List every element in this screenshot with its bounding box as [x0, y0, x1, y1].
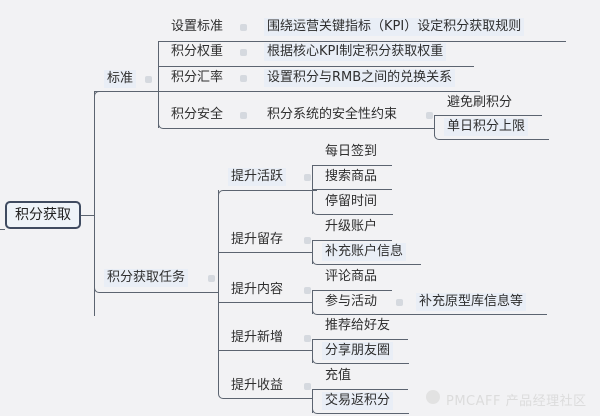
underline: [158, 41, 566, 42]
watermark-text: PMCAFF 产品经理社区: [446, 394, 587, 409]
node-transaction-points[interactable]: 交易返积分: [322, 392, 394, 410]
root-label: 积分获取: [15, 207, 71, 223]
collapse-toggle-icon[interactable]: [304, 237, 311, 244]
collapse-toggle-icon[interactable]: [304, 335, 311, 342]
node-complete-account-info[interactable]: 补充账户信息: [322, 243, 407, 261]
underline: [312, 304, 547, 315]
activity-vertical: [312, 166, 313, 214]
underline: [312, 403, 409, 414]
collapse-toggle-icon[interactable]: [240, 49, 247, 56]
underline: [434, 128, 549, 140]
root-left-line: [0, 229, 5, 230]
detail-points-security[interactable]: 积分系统的安全性约束: [267, 107, 398, 122]
underline: [218, 252, 312, 253]
node-avoid-fraud[interactable]: 避免刷积分: [447, 95, 513, 110]
underline: [312, 189, 392, 190]
root-node[interactable]: 积分获取: [5, 201, 81, 229]
node-boost-retention[interactable]: 提升留存: [231, 232, 284, 247]
standard-vertical-line: [158, 42, 159, 128]
underline: [312, 339, 408, 340]
tasks-underline: [94, 280, 219, 293]
content-vertical: [312, 290, 313, 314]
node-search-products[interactable]: 搜索商品: [325, 169, 378, 184]
underline: [218, 302, 312, 303]
node-points-rate[interactable]: 积分汇率: [171, 70, 224, 85]
node-boost-activity[interactable]: 提升活跃: [228, 168, 287, 186]
underline: [312, 204, 393, 215]
node-comment-products[interactable]: 评论商品: [325, 269, 378, 284]
node-recommend-friends[interactable]: 推荐给好友: [325, 318, 391, 333]
collapse-toggle-icon[interactable]: [208, 275, 215, 282]
underline: [158, 66, 474, 67]
node-recharge[interactable]: 充值: [325, 368, 352, 383]
collapse-toggle-icon[interactable]: [304, 383, 311, 390]
collapse-toggle-icon[interactable]: [396, 299, 403, 306]
underline: [218, 350, 312, 351]
underline: [312, 165, 392, 166]
collapse-toggle-icon[interactable]: [240, 24, 247, 31]
node-boost-new-users[interactable]: 提升新增: [231, 330, 284, 345]
security-sub-vertical: [434, 116, 435, 136]
newusers-vertical: [312, 339, 313, 363]
node-set-standard[interactable]: 设置标准: [171, 19, 224, 34]
node-stay-time[interactable]: 停留时间: [325, 194, 378, 209]
revenue-vertical: [312, 389, 313, 413]
underline: [312, 389, 408, 390]
root-connector: [81, 215, 94, 216]
node-share-moments[interactable]: 分享朋友圈: [322, 342, 394, 360]
underline: [312, 353, 409, 364]
underline: [218, 190, 317, 197]
underline: [434, 115, 542, 116]
underline: [312, 290, 392, 291]
underline: [312, 254, 421, 265]
underline: [94, 91, 480, 92]
node-supplement-prototype[interactable]: 补充原型库信息等: [416, 293, 527, 311]
root-vertical-line: [94, 92, 95, 316]
retention-vertical: [312, 240, 313, 264]
collapse-toggle-icon[interactable]: [240, 75, 247, 82]
detail-set-standard[interactable]: 围绕运营关键指标（KPI）设定积分获取规则: [264, 18, 525, 36]
node-points-security[interactable]: 积分安全: [171, 107, 224, 122]
collapse-toggle-icon[interactable]: [145, 76, 152, 83]
node-join-activity[interactable]: 参与活动: [325, 294, 378, 309]
underline: [218, 388, 313, 399]
node-boost-content[interactable]: 提升内容: [231, 282, 284, 297]
collapse-toggle-icon[interactable]: [426, 112, 433, 119]
detail-points-rate[interactable]: 设置积分与RMB之间的兑换关系: [264, 69, 456, 87]
node-daily-cap[interactable]: 单日积分上限: [444, 118, 529, 136]
tasks-vertical-line: [218, 190, 219, 390]
node-points-weight[interactable]: 积分权重: [171, 44, 224, 59]
underline: [312, 240, 392, 241]
branch-standard[interactable]: 标准: [104, 70, 137, 88]
collapse-toggle-icon[interactable]: [304, 174, 311, 181]
detail-points-weight[interactable]: 根据核心KPI制定积分获取权重: [264, 43, 447, 61]
security-underline: [158, 100, 435, 129]
node-upgrade-account[interactable]: 升级账户: [325, 219, 378, 234]
node-boost-revenue[interactable]: 提升收益: [231, 378, 284, 393]
collapse-toggle-icon[interactable]: [240, 112, 247, 119]
branch-tasks[interactable]: 积分获取任务: [104, 269, 189, 287]
node-daily-checkin[interactable]: 每日签到: [325, 144, 378, 159]
collapse-toggle-icon[interactable]: [304, 287, 311, 294]
watermark-logo-icon: [426, 390, 440, 404]
